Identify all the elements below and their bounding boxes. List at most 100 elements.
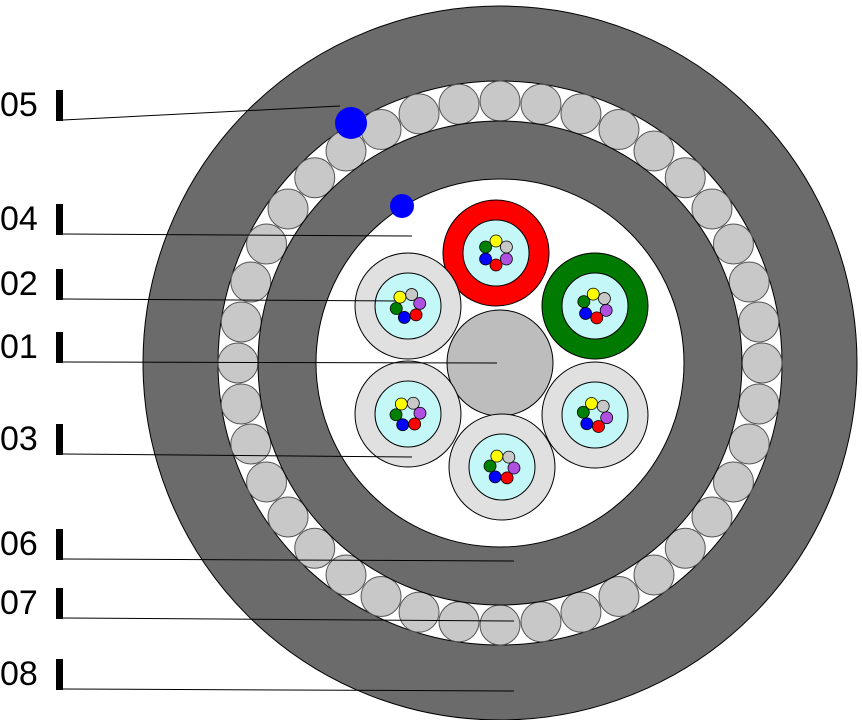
fiber	[394, 397, 408, 411]
tube-bottom-left	[354, 360, 462, 468]
armor-wire	[633, 554, 675, 596]
fiber	[489, 234, 503, 248]
tube-gel	[468, 433, 536, 501]
tube-gel	[561, 272, 629, 340]
tick-01	[56, 332, 63, 363]
tick-04	[56, 204, 63, 235]
cable-body	[142, 5, 858, 720]
leader-line-02	[62, 298, 397, 302]
armor-wire	[294, 527, 336, 569]
tube-gel	[374, 272, 442, 340]
armor-wire	[664, 157, 706, 199]
armor-wire	[520, 83, 562, 125]
ripcord-inner	[390, 194, 414, 218]
armor-wire	[738, 383, 780, 425]
leader-line-06	[62, 558, 515, 562]
armor-wire	[267, 496, 309, 538]
tick-06	[56, 529, 63, 560]
fiber	[499, 240, 513, 254]
fiber	[408, 417, 422, 431]
armor-wire	[712, 461, 754, 503]
armor-wire	[220, 383, 262, 425]
fiber	[576, 405, 590, 419]
leader-line-05	[62, 105, 341, 121]
tick-07	[56, 588, 63, 619]
fiber	[585, 397, 598, 410]
armor-wire	[560, 591, 602, 633]
armor-wire	[230, 423, 272, 465]
fiber	[599, 304, 613, 317]
tube-gel	[462, 219, 530, 287]
armor-wire	[598, 109, 640, 151]
fiber	[389, 302, 403, 315]
tube-bottom-right	[541, 361, 649, 469]
armor-wire	[325, 554, 367, 596]
armor-wire	[438, 83, 480, 125]
tick-03	[56, 424, 63, 455]
leader-line-01	[62, 361, 498, 364]
fiber	[596, 399, 610, 413]
fiber	[502, 450, 516, 464]
armor-wire	[246, 461, 288, 503]
armor-wire	[664, 527, 706, 569]
armor-wire	[294, 157, 336, 199]
fiber	[586, 287, 600, 301]
fiber	[597, 292, 611, 305]
label-03: 03	[0, 420, 38, 458]
armor-wire	[738, 301, 780, 343]
armor-wire	[741, 342, 783, 384]
tube-top	[442, 199, 550, 307]
fiber	[405, 288, 419, 301]
armor-wire	[360, 109, 402, 151]
fiber	[577, 295, 591, 308]
armor-wire	[520, 601, 562, 643]
ripcord-outer	[335, 107, 367, 139]
fiber	[579, 307, 593, 320]
tube-gel	[561, 381, 629, 449]
armor-wire	[633, 130, 675, 172]
fiber	[600, 411, 614, 425]
armor-wire	[220, 301, 262, 343]
armor-wire	[728, 423, 770, 465]
tube-bottom	[448, 413, 556, 521]
tick-02	[56, 269, 63, 300]
armor-wire	[398, 591, 440, 633]
leader-line-03	[62, 453, 413, 458]
armor-wire	[560, 93, 602, 135]
leader-line-07	[62, 617, 515, 622]
armor-wire	[217, 342, 259, 384]
label-08: 08	[0, 655, 38, 693]
fiber	[397, 311, 411, 324]
armor-wire	[728, 261, 770, 303]
fiber	[406, 396, 420, 410]
tube-gel	[374, 380, 442, 448]
armor-wire	[438, 601, 480, 643]
armor-wire	[398, 93, 440, 135]
armor-wire	[360, 575, 402, 617]
fiber	[590, 311, 604, 325]
tick-05	[56, 90, 63, 121]
armor-wire	[479, 604, 521, 646]
armor-wire	[712, 223, 754, 265]
fiber	[488, 470, 502, 484]
fiber	[483, 459, 497, 473]
fiber	[490, 449, 504, 463]
tick-08	[56, 659, 63, 690]
leader-line-08	[62, 688, 515, 692]
label-02: 02	[0, 265, 38, 303]
fiber	[499, 252, 513, 266]
armor-wire	[246, 223, 288, 265]
tube-top-right	[541, 252, 649, 360]
fiber	[413, 406, 427, 420]
fiber	[413, 297, 427, 310]
armor-wire	[230, 261, 272, 303]
label-07: 07	[0, 584, 38, 622]
fiber	[592, 420, 605, 433]
tube-top-left	[354, 252, 462, 360]
fiber	[389, 408, 403, 422]
label-04: 04	[0, 200, 38, 238]
leader-lines	[56, 90, 515, 692]
armor-wire	[267, 188, 309, 230]
armor-wire	[691, 188, 733, 230]
